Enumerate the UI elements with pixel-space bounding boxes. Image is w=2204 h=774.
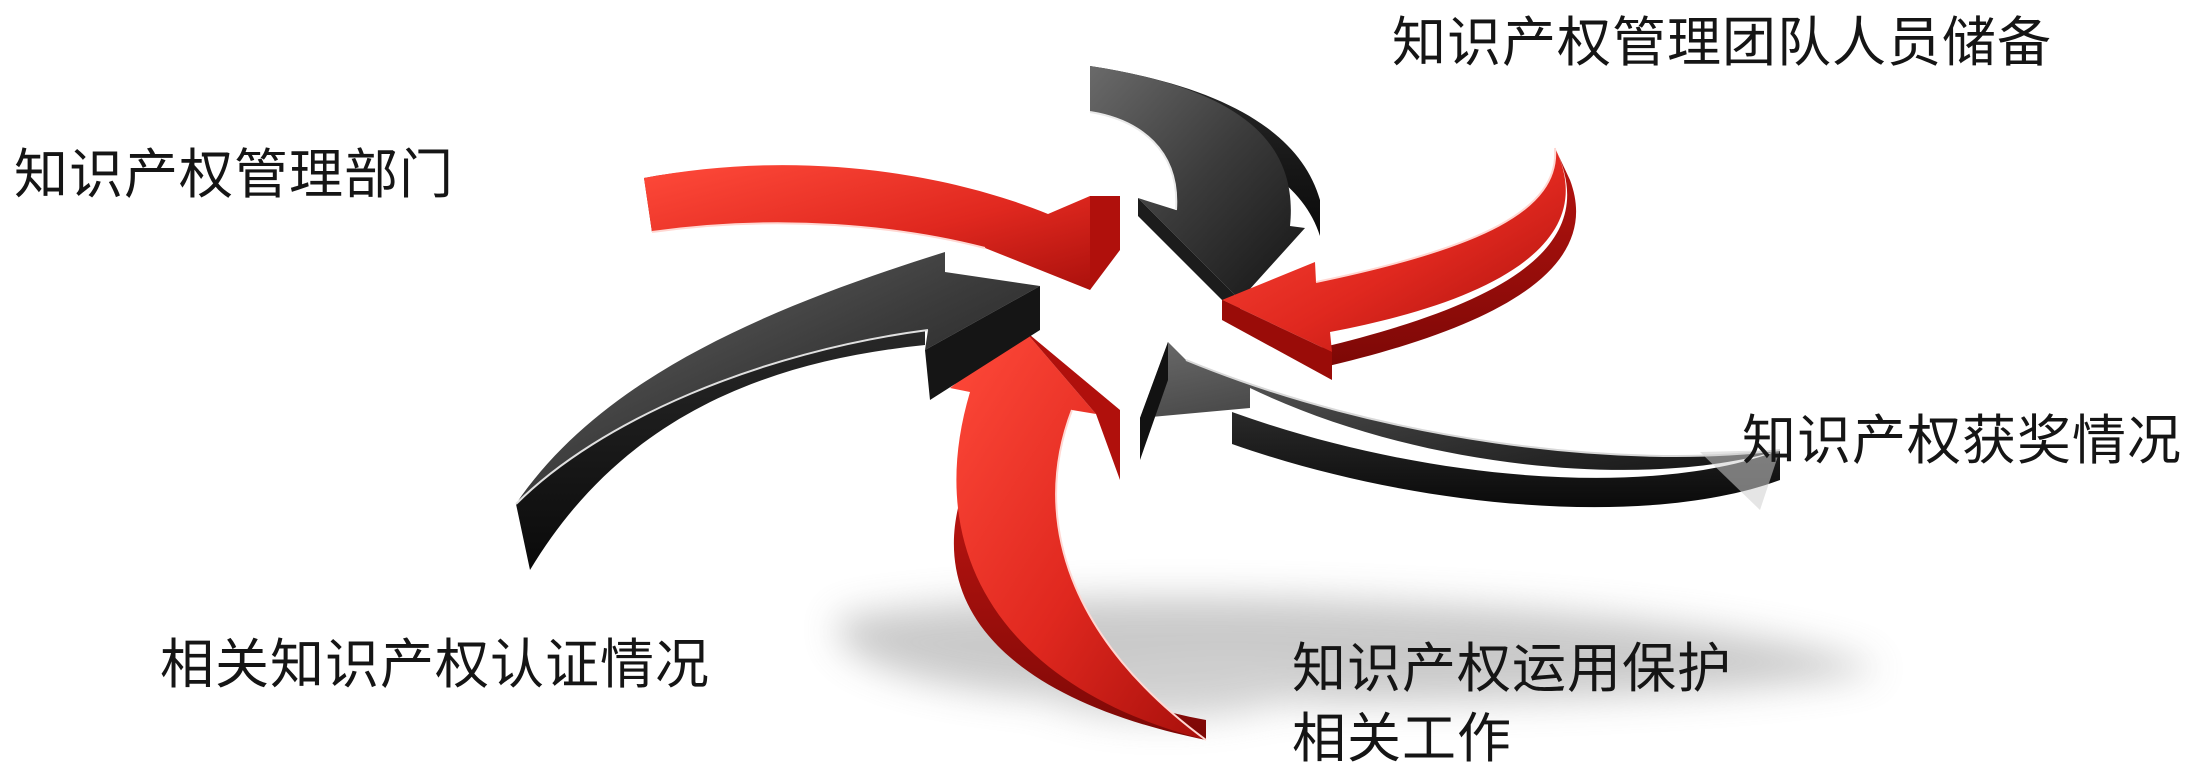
red-arrow-top-right [1222, 147, 1577, 380]
label-application-line1: 知识产权运用保护 [1292, 637, 1732, 700]
dark-arrow-top [1089, 66, 1320, 318]
dark-arrow-left [515, 252, 1040, 570]
label-department: 知识产权管理部门 [14, 143, 454, 206]
red-arrow-bottom [950, 330, 1207, 741]
dark-arrow-right [1140, 342, 1781, 510]
label-certification: 相关知识产权认证情况 [160, 633, 710, 696]
red-arrow-top-left [644, 165, 1120, 290]
label-team-reserve: 知识产权管理团队人员储备 [1392, 11, 2052, 74]
label-application: 知识产权运用保护 相关工作 [1292, 634, 1732, 774]
label-application-line2: 相关工作 [1292, 707, 1512, 770]
label-awards: 知识产权获奖情况 [1742, 409, 2182, 472]
